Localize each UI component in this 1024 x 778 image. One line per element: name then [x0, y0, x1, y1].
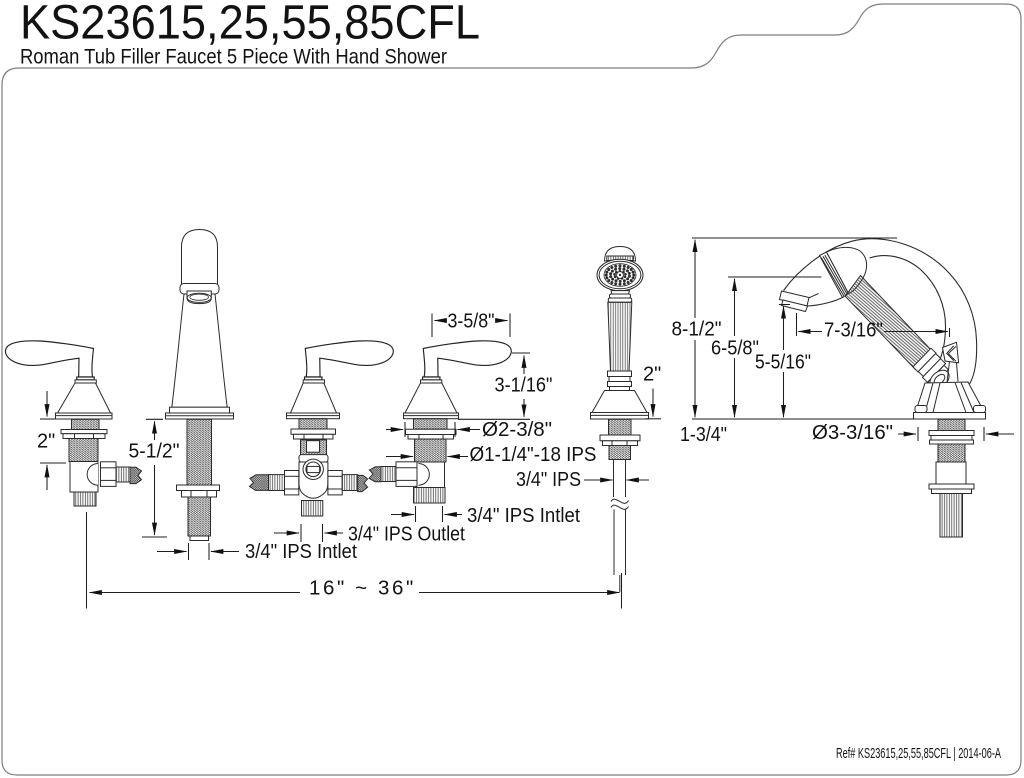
svg-text:3/4" IPS: 3/4" IPS	[516, 469, 581, 491]
svg-text:3-1/16": 3-1/16"	[495, 375, 553, 397]
svg-text:6-5/8": 6-5/8"	[711, 338, 759, 360]
svg-text:3-5/8": 3-5/8"	[448, 311, 495, 333]
svg-text:Ø1-1/4"-18 IPS: Ø1-1/4"-18 IPS	[470, 444, 597, 466]
svg-text:KS23615,25,55,85CFL: KS23615,25,55,85CFL	[20, 0, 480, 50]
svg-text:5-5/16": 5-5/16"	[755, 352, 811, 374]
svg-text:3/4" IPS Intlet: 3/4" IPS Intlet	[467, 505, 580, 527]
svg-text:7-3/16": 7-3/16"	[824, 320, 883, 342]
svg-text:Ø2-3/8": Ø2-3/8"	[482, 419, 552, 441]
svg-text:1-3/4": 1-3/4"	[680, 424, 727, 446]
svg-text:Roman Tub Filler Faucet 5 Piec: Roman Tub Filler Faucet 5 Piece With Han…	[20, 45, 447, 69]
svg-text:2": 2"	[643, 364, 661, 386]
svg-text:3/4" IPS Outlet: 3/4" IPS Outlet	[348, 524, 465, 546]
svg-text:16" ~ 36": 16" ~ 36"	[309, 577, 416, 600]
svg-text:3/4" IPS Intlet: 3/4" IPS Intlet	[245, 541, 357, 563]
svg-text:5-1/2": 5-1/2"	[129, 441, 180, 463]
svg-text:2": 2"	[37, 431, 55, 453]
svg-text:Ø3-3/16": Ø3-3/16"	[812, 422, 893, 444]
svg-text:8-1/2": 8-1/2"	[672, 319, 722, 341]
svg-text:Ref# KS23615,25,55,85CFL | 201: Ref# KS23615,25,55,85CFL | 2014-06-A	[836, 745, 1001, 762]
